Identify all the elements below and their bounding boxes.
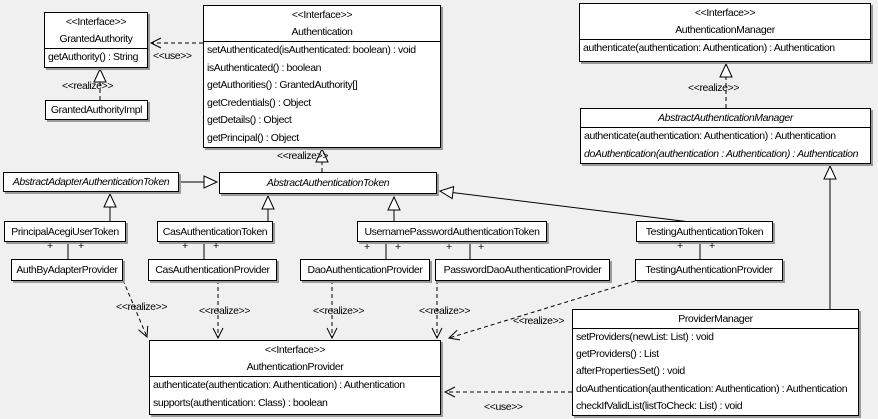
class-name: TestingAuthenticationProvider	[645, 264, 773, 276]
method-label: afterPropertiesSet() : void	[576, 365, 685, 378]
class-name: UsernamePasswordAuthenticationToken	[364, 225, 540, 238]
class-name: CasAuthenticationProvider	[155, 264, 270, 276]
use-label: <<use>>	[484, 401, 523, 413]
method-label: getDetails() : Object	[207, 114, 292, 126]
method-label: getProviders() : List	[576, 348, 659, 361]
class-abstract-authentication-manager: AbstractAuthenticationManager authentica…	[580, 108, 871, 164]
method-label: getAuthorities() : GrantedAuthority[]	[207, 79, 358, 91]
class-name: GrantedAuthority	[59, 33, 133, 45]
class-name: AbstractAdapterAuthenticationToken	[12, 176, 170, 188]
realize-label: <<realize>>	[62, 80, 114, 92]
realize-label: <<realize>>	[116, 301, 168, 313]
realize-label: <<realize>>	[513, 315, 565, 327]
class-name: AbstractAuthenticationToken	[266, 177, 390, 189]
class-name: AbstractAuthenticationManager	[658, 112, 793, 124]
method-label: setProviders(newList: List) : void	[576, 331, 714, 343]
method-label: doAuthentication(authentication : Authen…	[584, 147, 859, 160]
class-name: AuthenticationManager	[675, 24, 775, 36]
class-provider-manager: ProviderManager setProviders(newList: Li…	[572, 309, 859, 416]
method-label: isAuthenticated() : boolean	[207, 61, 322, 74]
method-label: authenticate(authentication: Authenticat…	[153, 379, 405, 391]
class-authentication-provider: <<Interface>> AuthenticationProvider aut…	[149, 340, 441, 415]
method-label: authenticate(authentication: Authenticat…	[584, 130, 836, 142]
method-label: getAuthority() : String	[48, 51, 139, 63]
realize-label: <<realize>>	[313, 305, 365, 317]
class-username-password-authentication-token: UsernamePasswordAuthenticationToken	[357, 221, 547, 242]
realize-label: <<realize>>	[688, 82, 740, 94]
class-name: GrantedAuthorityImpl	[50, 104, 143, 116]
method-label: supports(authentication: Class) : boolea…	[153, 396, 328, 409]
multiplicity-label: +	[47, 240, 53, 252]
stereotype-label: <<Interface>>	[694, 7, 756, 19]
class-name: DaoAuthenticationProvider	[307, 264, 423, 276]
method-label: setAuthenticated(isAuthenticated: boolea…	[207, 44, 416, 56]
class-dao-authentication-provider: DaoAuthenticationProvider	[300, 259, 430, 281]
class-name: ProviderManager	[678, 313, 753, 325]
method-label: doAuthentication(authentication: Authent…	[576, 382, 848, 395]
class-abstract-adapter-authentication-token: AbstractAdapterAuthenticationToken	[3, 172, 179, 192]
use-label: <<use>>	[153, 50, 192, 62]
multiplicity-label: +	[446, 241, 452, 253]
class-password-dao-authentication-provider: PasswordDaoAuthenticationProvider	[435, 259, 610, 281]
class-authentication-manager: <<Interface>> AuthenticationManager auth…	[579, 3, 871, 62]
class-granted-authority-impl: GrantedAuthorityImpl	[45, 100, 148, 120]
realize-label: <<realize>>	[419, 305, 471, 317]
class-name: AuthByAdapterProvider	[16, 264, 118, 276]
class-testing-authentication-token: TestingAuthenticationToken	[636, 221, 773, 242]
class-authentication: <<Interface>> Authentication setAuthenti…	[203, 5, 441, 148]
class-testing-authentication-provider: TestingAuthenticationProvider	[635, 259, 783, 281]
multiplicity-label: +	[709, 240, 715, 252]
class-name: TestingAuthenticationToken	[645, 225, 764, 238]
method-label: getPrincipal() : Object	[207, 131, 299, 144]
class-principal-acegi-user-token: PrincipalAcegiUserToken	[4, 221, 126, 242]
multiplicity-label: +	[364, 241, 370, 253]
gen-testingauthenticationtoken	[438, 185, 691, 223]
class-auth-by-adapter-provider: AuthByAdapterProvider	[11, 259, 123, 281]
class-granted-authority: <<Interface>> GrantedAuthority getAuthor…	[44, 12, 148, 68]
class-cas-authentication-provider: CasAuthenticationProvider	[148, 259, 277, 281]
multiplicity-label: +	[78, 240, 84, 252]
class-name: AuthenticationProvider	[246, 361, 344, 373]
class-name: PrincipalAcegiUserToken	[11, 225, 119, 238]
realize-label: <<realize>>	[277, 150, 329, 162]
method-label: authenticate(authentication: Authenticat…	[583, 42, 835, 54]
stereotype-label: <<Interface>>	[264, 344, 326, 356]
multiplicity-label: +	[182, 240, 188, 252]
realize-label: <<realize>>	[199, 305, 251, 317]
method-label: checkIfValidList(listToCheck: List) : vo…	[576, 399, 743, 412]
class-name: CasAuthenticationToken	[162, 225, 268, 238]
multiplicity-label: +	[677, 240, 683, 252]
multiplicity-label: +	[395, 241, 401, 253]
stereotype-label: <<Interface>>	[65, 16, 127, 28]
class-name: PasswordDaoAuthenticationProvider	[443, 264, 602, 276]
class-abstract-authentication-token: AbstractAuthenticationToken	[219, 172, 437, 194]
multiplicity-label: +	[213, 240, 219, 252]
method-label: getCredentials() : Object	[207, 96, 311, 109]
class-cas-authentication-token: CasAuthenticationToken	[157, 221, 273, 242]
stereotype-label: <<Interface>>	[291, 9, 353, 21]
class-name: Authentication	[291, 26, 353, 38]
multiplicity-label: +	[478, 241, 484, 253]
